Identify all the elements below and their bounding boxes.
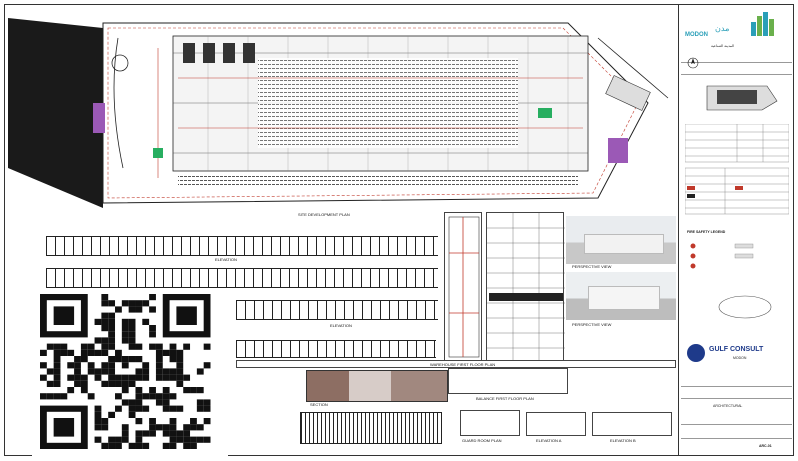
- consultant-name: GULF CONSULT: [709, 346, 764, 353]
- guard-room-plan: [460, 410, 520, 436]
- drawing-sheet: [4, 4, 794, 456]
- qr-code-image: [40, 294, 211, 449]
- elevation-b-title: ELEVATION B: [610, 438, 636, 443]
- gulf-consult-logo: [687, 344, 705, 362]
- qr-code[interactable]: [32, 290, 228, 456]
- city-label: المدينة الصناعية: [711, 44, 734, 48]
- schedule-grid: [487, 213, 565, 363]
- elevation-strip-1: [46, 236, 438, 256]
- key-plan-drawing: [706, 85, 778, 111]
- fire-legend-symbols: [690, 243, 754, 269]
- section-photo: [306, 370, 448, 402]
- title-block: MODON مدن المدينة الصناعية: [678, 4, 794, 456]
- perspective-title-2: PERSPECTIVE VIEW: [572, 322, 612, 327]
- project-label: ARCHITECTURAL: [713, 404, 743, 408]
- elevation-strip-2: [46, 268, 438, 288]
- site-plan-drawing: [8, 18, 669, 208]
- elevation-a: [526, 412, 586, 436]
- perspective-render-2: [566, 272, 676, 320]
- logo-arabic: مدن: [715, 24, 730, 33]
- modon-logo-icon: [751, 12, 774, 36]
- first-floor-plan: [236, 360, 676, 368]
- elevation-strip-3: [236, 300, 438, 320]
- schedule-table: [486, 212, 565, 363]
- landscape-area: [8, 18, 103, 208]
- elevation-title-1: ELEVATION: [215, 257, 237, 262]
- elevation-b: [592, 412, 672, 436]
- fire-legend: [685, 238, 789, 278]
- elevation-strip-4: [236, 340, 436, 358]
- modon-logo: [749, 10, 777, 38]
- balance-floor-title: BALANCE FIRST FLOOR PLAN: [476, 396, 534, 401]
- balance-floor-plan: [448, 368, 568, 394]
- data-tables-grid: [684, 123, 790, 215]
- guard-room-title: GUARD ROOM PLAN: [462, 438, 502, 443]
- elevation-title-2: ELEVATION: [330, 323, 352, 328]
- legend-title: FIRE SAFETY LEGEND: [687, 230, 726, 234]
- fire-plan-panel: [444, 212, 482, 362]
- drawing-number: ARC-01: [759, 444, 772, 448]
- site-plan-title: SITE DEVELOPMENT PLAN: [298, 212, 350, 217]
- key-plan: [687, 76, 787, 116]
- first-floor-plan-title: WAREHOUSE FIRST FLOOR PLAN: [430, 362, 496, 367]
- site-plan: SITE DEVELOPMENT PLAN: [8, 8, 676, 218]
- gate-elevation: [300, 412, 442, 444]
- logo-text: MODON: [685, 32, 708, 38]
- perspective-title-1: PERSPECTIVE VIEW: [572, 264, 612, 269]
- section-title: SECTION: [310, 402, 328, 407]
- data-tables: [684, 123, 790, 224]
- consultant-sub: MODON: [733, 356, 747, 360]
- perspective-render-1: [566, 216, 676, 264]
- municipality-stamp: [715, 294, 775, 320]
- elevation-a-title: ELEVATION A: [536, 438, 562, 443]
- fire-plan-drawing: [448, 216, 480, 358]
- north-arrow-icon: [687, 56, 699, 69]
